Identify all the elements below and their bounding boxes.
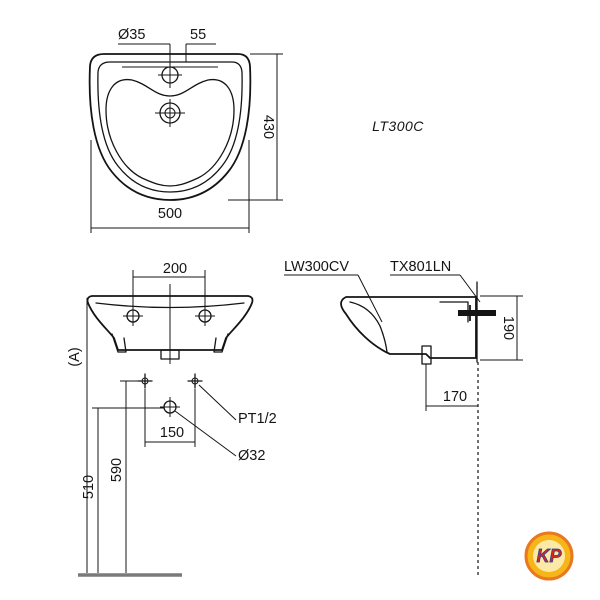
bolt-label: TX801LN <box>390 259 451 275</box>
bracket-label: LW300CV <box>284 259 349 275</box>
width-label: 500 <box>158 206 182 222</box>
drain-height-label: 510 <box>81 475 97 499</box>
top-view: Ø35 55 430 500 <box>88 27 283 233</box>
logo-inner <box>533 540 565 572</box>
inlet-thread-label: PT1/2 <box>238 411 277 427</box>
inlet-thread-leader <box>198 384 237 421</box>
model-label: LT300C <box>372 118 424 134</box>
basin-front-rim-line <box>95 302 245 309</box>
inlet-spacing-label: 150 <box>160 425 184 441</box>
tap-hole-offset-label: 55 <box>190 27 206 43</box>
wall-bolt <box>458 310 496 316</box>
inlet-height-label: 590 <box>109 458 125 482</box>
depth-label: 430 <box>260 115 276 139</box>
basin-rim-inner-outline <box>97 61 243 193</box>
hole-spacing-label: 200 <box>163 261 187 277</box>
drain-diameter-leader <box>174 410 237 457</box>
basin-side-outline <box>340 296 477 359</box>
tap-hole-diameter-label: Ø35 <box>118 27 145 43</box>
basin-outer-outline <box>88 53 252 201</box>
kp-logo: KP <box>524 531 574 581</box>
front-view: 200 150 PT1/2 Ø32 (A) <box>67 261 277 577</box>
rim-height-label: (A) <box>67 347 83 366</box>
bracket-height-label: 190 <box>500 316 516 340</box>
logo-text: KP <box>536 546 562 566</box>
front-foot-right <box>213 333 229 353</box>
drain-diameter-label: Ø32 <box>238 448 265 464</box>
bowl-outline <box>105 78 235 187</box>
front-foot-left <box>111 333 127 353</box>
front-drain-stub <box>160 349 180 360</box>
bracket-leader <box>357 274 383 323</box>
basin-side-bowl-line <box>349 301 388 353</box>
drain-offset-label: 170 <box>443 389 467 405</box>
side-view: LW300CV TX801LN 190 170 <box>284 259 523 575</box>
